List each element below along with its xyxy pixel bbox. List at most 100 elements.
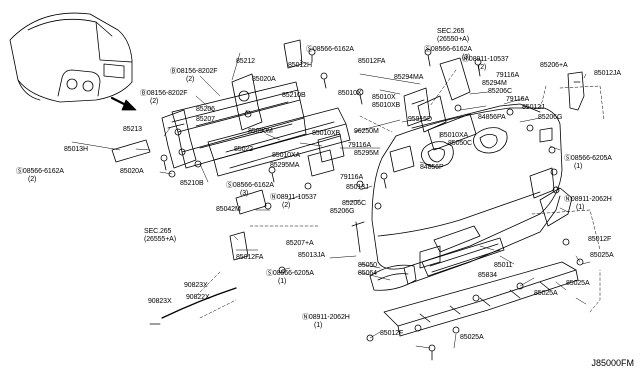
part-label: 85050 (358, 262, 377, 269)
part-label: 08566-6205A (272, 270, 314, 277)
part-label: (2) (150, 98, 159, 105)
part-label: Ⓑ08156-8202F (170, 68, 218, 75)
moulding-strip (149, 287, 237, 325)
part-label: 85025A (566, 280, 590, 287)
part-label: (1) (278, 278, 287, 285)
part-label: 85206+A (540, 62, 568, 69)
part-label: 85206C (488, 88, 512, 95)
part-label: 85213 (123, 126, 142, 133)
diagram-code: J85000FM (591, 358, 634, 368)
part-label: 85210B (180, 180, 204, 187)
part-label: (26550+A) (437, 36, 469, 43)
part-label: 90823X (184, 282, 208, 289)
part-label: 08911-10537 (468, 56, 509, 63)
part-label: (2) (186, 76, 195, 83)
part-label: Ⓝ08911-10537 (270, 194, 317, 201)
direction-arrow-icon (110, 96, 137, 111)
part-label: 85294M (482, 80, 507, 87)
part-label: 84856PA (478, 114, 506, 121)
part-label: 85206 (196, 106, 215, 113)
part-label: Ⓝ08911-2062H (564, 196, 612, 203)
part-label: 85212 (236, 58, 255, 65)
part-label: 85834 (478, 272, 497, 279)
part-label: 85010X (338, 90, 362, 97)
part-label: 08156-8202F (176, 68, 218, 75)
part-label: 85025A (590, 252, 614, 259)
part-label: 85050C (448, 140, 472, 147)
part-label: Ⓝ08911-10537 (462, 56, 509, 63)
part-label: SEC.265 (144, 228, 172, 235)
part-label: 85042M (216, 206, 241, 213)
bracket-left (161, 109, 197, 169)
part-label: 85010XB (312, 130, 341, 137)
part-label: 85020A (120, 168, 144, 175)
part-label: 85013H (64, 146, 88, 153)
part-label: 08911-2062H (308, 314, 350, 321)
part-label: 85010XB (372, 102, 401, 109)
part-label: Ⓢ08566-6162A (16, 168, 64, 175)
part-label: 79116A (496, 72, 520, 79)
part-label: (3) (240, 190, 249, 197)
part-label: Ⓢ08566-6162A (226, 182, 274, 189)
part-label: (1) (574, 163, 583, 170)
part-label: (1) (314, 322, 323, 329)
part-label: (2) (282, 202, 291, 209)
part-label: 85010XA (440, 132, 469, 139)
part-label: 85012H (288, 62, 312, 69)
part-label: 90823X (148, 298, 172, 305)
part-label: 85012FA (358, 58, 386, 65)
part-label: 85206G (538, 114, 563, 121)
part-label: 85295M (354, 150, 379, 157)
part-label: 85207 (196, 116, 215, 123)
part-label: 85013J (346, 184, 369, 191)
side-lower-panel (369, 264, 417, 291)
part-label: 85012FA (236, 254, 264, 261)
part-label: 08566-6162A (312, 46, 354, 53)
bumper-fascia (371, 103, 563, 285)
corner-piece-right (539, 187, 573, 227)
bracket-right (231, 73, 263, 131)
part-label: 85012JA (594, 70, 621, 77)
part-label: 85013JA (298, 252, 325, 259)
part-label: 85012J (522, 104, 545, 111)
part-label: (2) (478, 64, 487, 71)
part-label: 85022 (234, 146, 253, 153)
part-label: 85295MA (270, 162, 300, 169)
part-label: 85020A (252, 76, 276, 83)
part-label: 85011 (494, 262, 513, 269)
part-label: 85012F (380, 330, 404, 337)
part-label: (26555+A) (144, 236, 176, 243)
part-label: 85012F (588, 236, 612, 243)
part-label: 84856P (420, 164, 444, 171)
part-label: 79116A (348, 142, 372, 149)
lower-diffuser (383, 261, 579, 337)
part-label: Ⓢ08566-6205A (564, 155, 612, 162)
part-label: 08566-6162A (22, 168, 64, 175)
part-label: Ⓢ08566-6162A (306, 46, 354, 53)
part-label: 85090M (248, 128, 273, 135)
part-label: (1) (576, 204, 585, 211)
part-label: 08566-6205A (570, 155, 612, 162)
part-label: SEC.265 (437, 28, 465, 35)
part-label: Ⓑ08156-8202F (140, 90, 188, 97)
upper-bracket-group (111, 39, 477, 261)
part-label: 08911-2062H (570, 196, 612, 203)
part-label: 85206C (342, 200, 366, 207)
part-label: 85206G (330, 208, 355, 215)
part-label: 08911-10537 (276, 194, 317, 201)
fasteners (160, 48, 584, 361)
side-bracket-right (567, 71, 585, 111)
part-label: 85010X (372, 94, 396, 101)
part-label: Ⓢ08566-6162A (424, 46, 472, 53)
part-label: 85064 (358, 270, 377, 277)
part-label: Ⓝ08911-2062H (302, 314, 350, 321)
vehicle-reference-sketch (9, 12, 133, 103)
energy-absorber (207, 107, 351, 177)
part-label: 95915D (408, 116, 432, 123)
part-label: 79116A (340, 174, 364, 181)
part-label: 85207+A (286, 240, 314, 247)
part-label: 08566-6162A (430, 46, 472, 53)
part-label: 08566-6162A (232, 182, 274, 189)
